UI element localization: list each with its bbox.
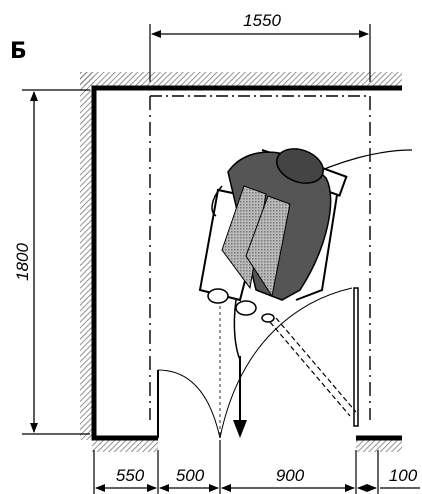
clearance-zone: [149, 95, 371, 420]
arrow-down-icon: [233, 356, 247, 438]
dimension-label-room-width: 1550: [243, 11, 281, 30]
dimension-label-wall-left: 550: [116, 466, 145, 485]
dimension-label-wall-right: 100: [389, 466, 418, 485]
door-small: [157, 369, 221, 439]
dimension-room-depth: 1800: [13, 89, 90, 435]
wheelchair-user-icon: [198, 148, 348, 361]
dimension-room-width: 1550: [149, 11, 371, 82]
walls: [80, 72, 402, 452]
approach-path: [269, 317, 357, 417]
dimension-chain-bottom: 550 500 900 100: [93, 440, 420, 494]
dimension-label-room-depth: 1800: [13, 243, 32, 281]
dimension-label-door-large: 900: [276, 466, 305, 485]
panel-label: Б: [10, 39, 27, 64]
door-large: [219, 287, 359, 439]
dimension-label-door-small: 500: [176, 466, 205, 485]
